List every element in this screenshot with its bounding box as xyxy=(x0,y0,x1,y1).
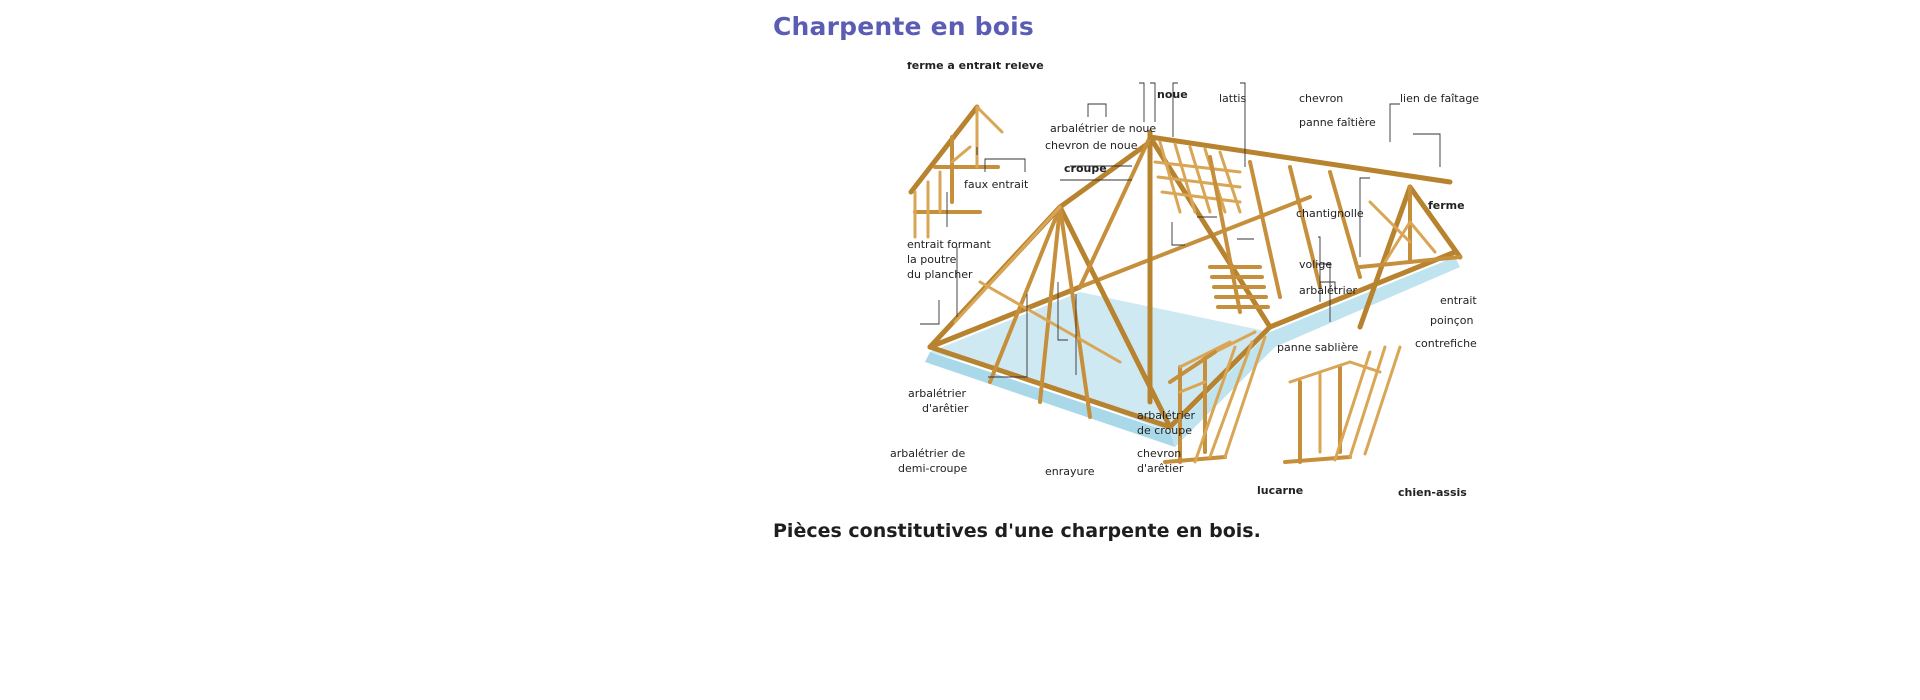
label-arbaletrier-aretier-2: d'arêtier xyxy=(922,402,969,415)
label-chien-assis: chien-assis xyxy=(1398,486,1467,499)
inset-truss-illustration xyxy=(908,104,1004,239)
label-arbaletrier-demi-2: demi-croupe xyxy=(898,462,968,475)
label-lucarne: lucarne xyxy=(1257,484,1303,497)
label-chantignolle: chantignolle xyxy=(1296,207,1364,220)
label-croupe: croupe xyxy=(1064,162,1107,175)
label-chevron-noue: chevron de noue xyxy=(1045,139,1138,152)
lucarne-illustration xyxy=(1163,330,1267,464)
label-contrefiche: contrefiche xyxy=(1415,337,1477,350)
label-ferme-entrait-releve: ferme à entrait relevé xyxy=(907,62,1044,72)
label-panne-sabliere: panne sablière xyxy=(1277,341,1359,354)
label-arbaletrier-demi-1: arbalétrier de xyxy=(890,447,965,460)
label-entrait-poutre-1: entrait formant xyxy=(907,238,992,251)
label-lien-faitage: lien de faîtage xyxy=(1400,92,1479,105)
label-chevron-aretier-2: d'arêtier xyxy=(1137,462,1184,475)
roof-framing-diagram: ferme à entrait relevé faux entrait entr… xyxy=(880,62,1490,512)
label-entrait-poutre-2: la poutre xyxy=(907,253,957,266)
label-lattis: lattis xyxy=(1219,92,1246,105)
label-arbaletrier-croupe-1: arbalétrier xyxy=(1137,409,1195,422)
label-entrait-poutre-3: du plancher xyxy=(907,268,973,281)
leader-lines xyxy=(920,82,1441,378)
figure-caption: Pièces constitutives d'une charpente en … xyxy=(773,520,1261,542)
label-noue: noue xyxy=(1157,88,1188,101)
label-arbaletrier-noue: arbalétrier de noue xyxy=(1050,122,1156,135)
chien-assis-illustration xyxy=(1283,345,1402,464)
label-faux-entrait: faux entrait xyxy=(964,178,1029,191)
label-arbaletrier-croupe-2: de croupe xyxy=(1137,424,1192,437)
label-panne-faitiere: panne faîtière xyxy=(1299,116,1376,129)
label-chevron-aretier-1: chevron xyxy=(1137,447,1181,460)
label-enrayure: enrayure xyxy=(1045,465,1095,478)
page-title: Charpente en bois xyxy=(773,12,1034,41)
label-arbaletrier-aretier-1: arbalétrier xyxy=(908,387,966,400)
label-entrait: entrait xyxy=(1440,294,1477,307)
label-arbaletrier: arbalétrier xyxy=(1299,284,1357,297)
label-volige: volige xyxy=(1299,258,1332,271)
label-ferme: ferme xyxy=(1428,199,1465,212)
label-poincon: poinçon xyxy=(1430,314,1474,327)
label-chevron: chevron xyxy=(1299,92,1343,105)
main-roof-illustration xyxy=(925,129,1463,447)
